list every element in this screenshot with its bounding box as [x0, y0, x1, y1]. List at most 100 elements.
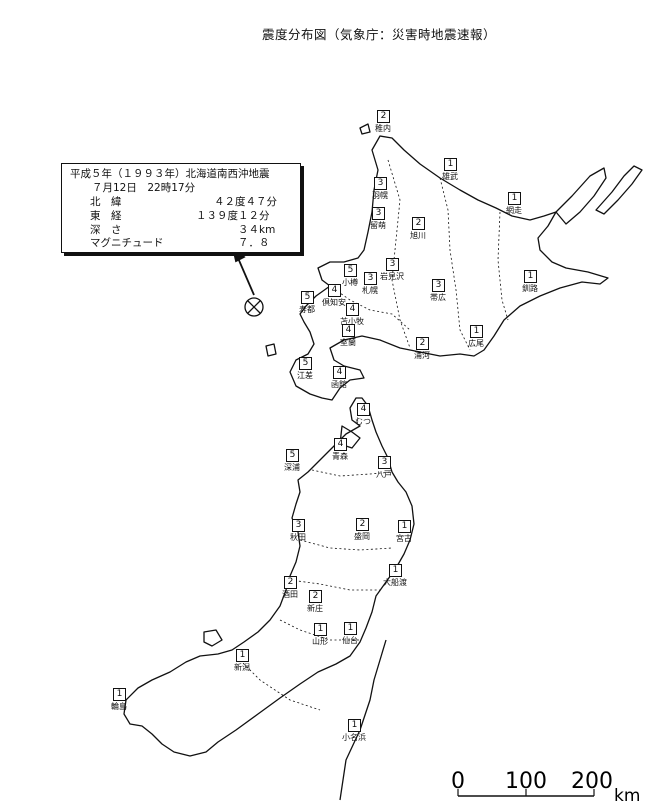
intensity-badge: 4 — [334, 438, 347, 451]
intensity-badge: 3 — [374, 177, 387, 190]
event-datetime: ７月12日 22時17分 — [92, 182, 196, 194]
honshu-coast — [123, 397, 415, 757]
station-label: 浦河 — [414, 351, 430, 360]
scale-tick-200: 200 — [571, 769, 613, 794]
station-label: 深浦 — [284, 463, 300, 472]
intensity-badge: 3 — [378, 456, 391, 469]
earthquake-info-box: 平成５年（１９９３年）北海道南西沖地震 ７月12日 22時17分 北 緯 ４２度… — [61, 163, 301, 253]
intensity-badge: 4 — [357, 403, 370, 416]
depth-label: 深 さ — [90, 224, 122, 236]
okushiri-coast — [265, 343, 277, 357]
station-label: 山形 — [312, 637, 328, 646]
intensity-badge: 3 — [364, 272, 377, 285]
depth-value: ３４km — [238, 224, 276, 236]
scale-bar: 0 100 200 km — [451, 769, 640, 806]
intensity-badge: 1 — [444, 158, 457, 171]
intensity-badge: 3 — [292, 519, 305, 532]
intensity-badge: 5 — [301, 291, 314, 304]
intensity-badge: 1 — [398, 520, 411, 533]
map-title: 震度分布図（気象庁：災害時地震速報） — [262, 27, 497, 42]
intensity-badge: 1 — [470, 325, 483, 338]
station-label: 小樽 — [342, 278, 358, 287]
intensity-badge: 1 — [344, 622, 357, 635]
magnitude-label: マグニチュード — [90, 237, 164, 249]
kurile-coast — [595, 165, 643, 215]
station-label: 寿都 — [299, 305, 315, 314]
longitude-label: 東 経 — [90, 210, 122, 222]
intensity-badge: 1 — [348, 719, 361, 732]
station-label: 帯広 — [430, 293, 446, 302]
intensity-badge: 1 — [524, 270, 537, 283]
intensity-badge: 4 — [346, 303, 359, 316]
station-label: 江差 — [297, 371, 313, 380]
station-label: 輪島 — [111, 702, 127, 711]
intensity-badge: 4 — [333, 366, 346, 379]
station-label: 酒田 — [282, 590, 298, 599]
station-label: 小名浜 — [342, 733, 366, 742]
station-label: 苫小牧 — [340, 317, 364, 326]
intensity-badge: 2 — [377, 110, 390, 123]
intensity-badge: 1 — [389, 564, 402, 577]
station-label: 宮古 — [396, 534, 412, 543]
station-label: 稚内 — [375, 124, 391, 133]
station-label: むつ — [355, 417, 371, 426]
event-name: 平成５年（１９９３年）北海道南西沖地震 — [70, 168, 270, 180]
station-label: 雄武 — [442, 172, 458, 181]
station-label: 旭川 — [410, 231, 426, 240]
intensity-badge: 2 — [412, 217, 425, 230]
station-label: 盛岡 — [354, 532, 370, 541]
longitude-value: １３９度１２分 — [196, 210, 270, 222]
station-label: 仙台 — [342, 636, 358, 645]
station-label: 留萌 — [370, 221, 386, 230]
intensity-badge: 3 — [386, 258, 399, 271]
intensity-badge: 5 — [299, 357, 312, 370]
intensity-badge: 4 — [342, 324, 355, 337]
intensity-badge: 3 — [372, 207, 385, 220]
intensity-badge: 2 — [309, 590, 322, 603]
station-label: 倶知安 — [322, 298, 346, 307]
station-label: 網走 — [506, 206, 522, 215]
latitude-label: 北 緯 — [90, 196, 122, 208]
prefecture-borders — [239, 159, 509, 711]
intensity-badge: 2 — [284, 576, 297, 589]
intensity-badge: 1 — [236, 649, 249, 662]
station-label: 札幌 — [362, 286, 378, 295]
intensity-badge: 3 — [432, 279, 445, 292]
intensity-badge: 2 — [356, 518, 369, 531]
station-label: 広尾 — [468, 339, 484, 348]
shiretoko-coast — [555, 167, 607, 225]
rishiri-coast — [359, 123, 371, 135]
station-label: 八戸 — [376, 470, 392, 479]
intensity-badge: 2 — [416, 337, 429, 350]
